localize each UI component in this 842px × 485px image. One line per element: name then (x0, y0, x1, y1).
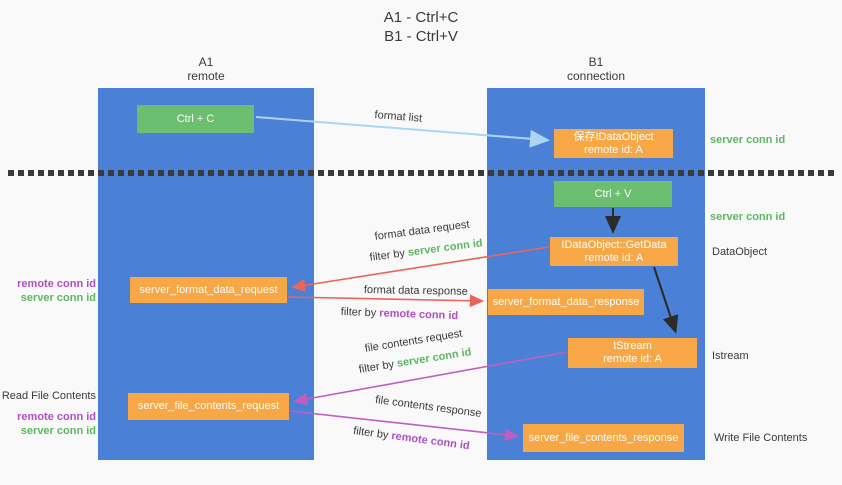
node-getdata-title: IDataObject::GetData (561, 238, 667, 251)
label-server-conn-id-mid: server conn id (710, 211, 786, 223)
node-istream-remote-id: remote id: A (603, 353, 662, 365)
remote-conn-id-text: remote conn id (390, 430, 471, 453)
column-header-a1: A1 remote (98, 55, 314, 83)
label-server-conn-id-left: server conn id (20, 292, 96, 304)
node-format-request-label: server_format_data_request (139, 283, 278, 296)
column-b1-subtitle: connection (566, 69, 626, 83)
remote-conn-id-text: remote conn id (379, 307, 459, 323)
node-idataobject-getdata: IDataObject::GetData remote id: A (550, 237, 678, 266)
label-format-data-response: format data response (363, 284, 468, 298)
label-format-data-request: format data request (374, 218, 471, 243)
node-ctrl-c: Ctrl + C (137, 105, 254, 133)
node-ctrl-v: Ctrl + V (554, 181, 672, 207)
server-conn-id-text: server conn id (407, 237, 484, 259)
column-a1-subtitle: remote (187, 69, 225, 83)
title-line-1: A1 - Ctrl+C (383, 9, 459, 26)
label-remote-conn-id-left: remote conn id (17, 278, 96, 290)
label-write-file-contents: Write File Contents (714, 432, 808, 444)
label-istream: Istream (712, 350, 749, 362)
node-server-file-contents-request: server_file_contents_request (128, 393, 289, 420)
node-save-idataobject-remote-id: remote id: A (584, 143, 643, 156)
node-file-response-label: server_file_contents_response (528, 431, 679, 444)
node-server-file-contents-response: server_file_contents_response (523, 424, 684, 452)
filter-by-text: filter by (358, 357, 398, 376)
label-filter-by-remote-conn-id-file: filter by remote conn id (352, 425, 470, 452)
label-file-contents-response: file contents response (374, 394, 483, 420)
left-conn-id-group-file: remote conn id server conn id (0, 410, 96, 438)
column-header-b1: B1 connection (487, 55, 705, 83)
filter-by-text: filter by (352, 425, 393, 442)
format-data-response-arrow (287, 294, 485, 308)
node-getdata-remote-id: remote id: A (584, 251, 644, 264)
node-server-format-data-request: server_format_data_request (130, 277, 287, 303)
filter-by-text: filter by (369, 246, 409, 264)
label-dataobject: DataObject (712, 246, 768, 258)
label-format-list: format list (374, 109, 423, 125)
node-save-idataobject-title: 保存IDataObject (573, 130, 654, 143)
title-line-2: B1 - Ctrl+V (384, 28, 458, 45)
node-istream: IStream remote id: A (568, 338, 697, 368)
label-remote-conn-id-left-2: remote conn id (17, 411, 96, 423)
server-conn-id-text: server conn id (396, 346, 473, 370)
dotted-separator-line (8, 170, 838, 176)
node-format-response-label: server_format_data_response (492, 295, 640, 308)
node-save-idataobject: 保存IDataObject remote id: A (554, 129, 673, 158)
node-ctrl-c-label: Ctrl + C (176, 112, 215, 125)
diagram-title: A1 - Ctrl+C B1 - Ctrl+V (0, 8, 842, 46)
label-server-conn-id-top: server conn id (710, 134, 786, 146)
column-a1-id: A1 (198, 55, 214, 69)
node-file-request-label: server_file_contents_request (137, 400, 280, 412)
label-filter-by-remote-conn-id-format: filter by remote conn id (341, 306, 459, 322)
node-server-format-data-response: server_format_data_response (488, 289, 644, 315)
label-server-conn-id-left-2: server conn id (20, 425, 96, 437)
node-istream-title: IStream (613, 340, 652, 352)
label-read-file-contents: Read File Contents (1, 390, 96, 402)
left-conn-id-group-format: remote conn id server conn id (0, 277, 96, 305)
filter-by-text: filter by (340, 306, 380, 320)
column-b1-id: B1 (588, 55, 604, 69)
node-ctrl-v-label: Ctrl + V (594, 187, 632, 200)
